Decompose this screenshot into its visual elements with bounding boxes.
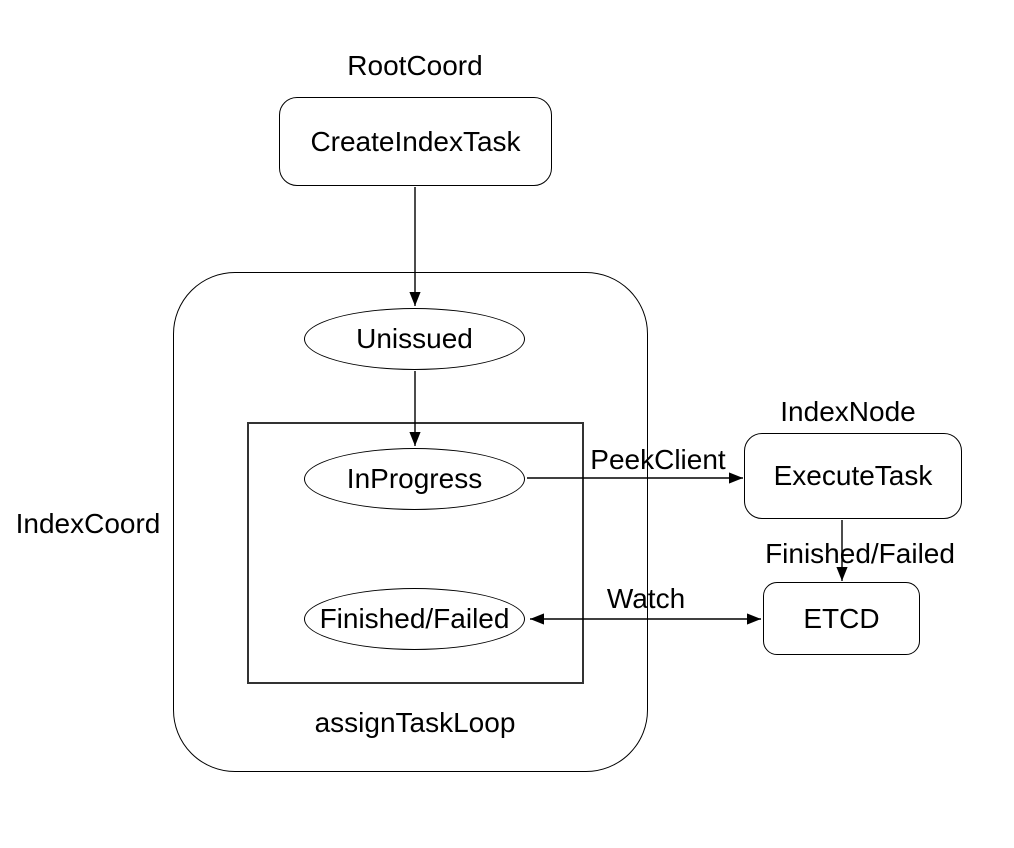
node-unissued: Unissued [304, 308, 525, 370]
peek-client-edge-label: PeekClient [590, 444, 726, 475]
node-finished-failed: Finished/Failed [304, 588, 525, 650]
node-execute-task-label: ExecuteTask [773, 460, 933, 491]
watch-edge-label: Watch [606, 583, 686, 614]
node-etcd-label: ETCD [803, 602, 880, 634]
node-in-progress-label: InProgress [346, 463, 483, 494]
node-create-index-task-label: CreateIndexTask [310, 125, 521, 157]
node-unissued-label: Unissued [356, 323, 473, 354]
node-finished-failed-label: Finished/Failed [319, 603, 510, 634]
index-coord-label: IndexCoord [15, 508, 161, 539]
node-etcd: ETCD [763, 582, 920, 655]
node-execute-task: ExecuteTask [744, 433, 962, 519]
node-create-index-task: CreateIndexTask [279, 97, 552, 186]
index-node-label: IndexNode [780, 396, 916, 427]
assign-task-loop-label: assignTaskLoop [314, 707, 516, 738]
root-coord-label: RootCoord [347, 50, 483, 81]
node-in-progress: InProgress [304, 448, 525, 510]
index-coord-container [173, 272, 648, 772]
finished-failed-edge-label: Finished/Failed [765, 538, 955, 569]
